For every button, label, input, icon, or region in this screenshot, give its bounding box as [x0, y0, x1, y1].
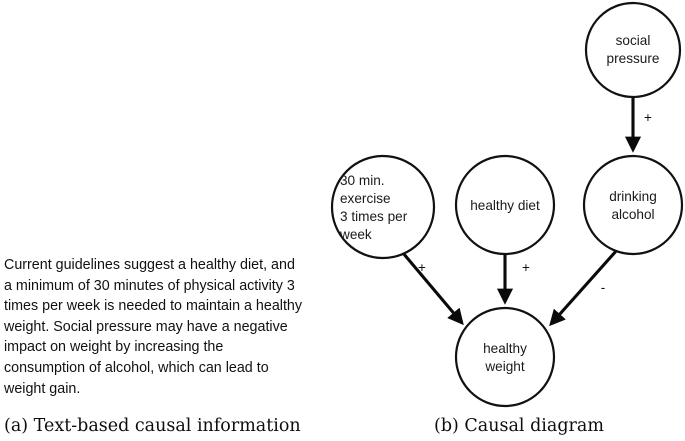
- node-circle-exercise[interactable]: [330, 154, 436, 260]
- node-social-pressure[interactable]: social pressure: [584, 1, 682, 99]
- node-healthy-weight[interactable]: healthy weight: [454, 306, 556, 408]
- node-label-exercise-line-4: week: [339, 227, 372, 242]
- node-exercise[interactable]: 30 min. exercise 3 times per week: [330, 154, 436, 260]
- node-circle-drinking-alcohol[interactable]: [582, 154, 684, 256]
- edge-sign-social-pressure-to-drinking-alcohol: +: [644, 110, 652, 125]
- node-label-drinking-alcohol-line-2: alcohol: [611, 207, 654, 222]
- node-circle-healthy-weight[interactable]: [454, 306, 556, 408]
- node-circle-healthy-diet[interactable]: [454, 154, 556, 256]
- causal-paragraph: Current guidelines suggest a healthy die…: [4, 257, 303, 397]
- edge-exercise-to-healthy-weight: [401, 252, 464, 326]
- edges-group: [401, 98, 642, 327]
- node-label-exercise-line-2: exercise: [340, 191, 391, 206]
- edge-sign-healthy-diet-to-healthy-weight: +: [522, 260, 530, 275]
- subfigure-caption-b: (b) Causal diagram: [434, 416, 604, 436]
- node-circle-social-pressure[interactable]: [584, 1, 682, 99]
- node-label-drinking-alcohol-line-1: drinking: [609, 189, 657, 204]
- node-label-healthy-weight-line-2: weight: [484, 359, 525, 374]
- node-label-healthy-diet-line-1: healthy diet: [470, 198, 540, 213]
- edge-sign-drinking-alcohol-to-healthy-weight: -: [601, 280, 606, 295]
- diagram-panel: + + + - social pressure 30 min. exercise…: [320, 0, 685, 436]
- node-label-exercise-line-3: 3 times per: [340, 209, 408, 224]
- causal-diagram-svg: + + + - social pressure 30 min. exercise…: [330, 1, 684, 408]
- subfigure-caption-a: (a) Text-based causal information: [4, 416, 301, 436]
- node-label-healthy-weight-line-1: healthy: [483, 341, 527, 356]
- edge-drinking-alcohol-to-healthy-weight: [549, 248, 619, 327]
- node-healthy-diet[interactable]: healthy diet: [454, 154, 556, 256]
- node-label-social-pressure-line-2: pressure: [607, 51, 660, 66]
- edge-sign-exercise-to-healthy-weight: +: [418, 260, 426, 275]
- node-drinking-alcohol[interactable]: drinking alcohol: [582, 154, 684, 256]
- edge-signs-group: + + + -: [418, 110, 652, 295]
- text-panel: Current guidelines suggest a healthy die…: [0, 0, 330, 441]
- node-label-exercise-line-1: 30 min.: [340, 173, 385, 188]
- node-label-social-pressure-line-1: social: [616, 33, 651, 48]
